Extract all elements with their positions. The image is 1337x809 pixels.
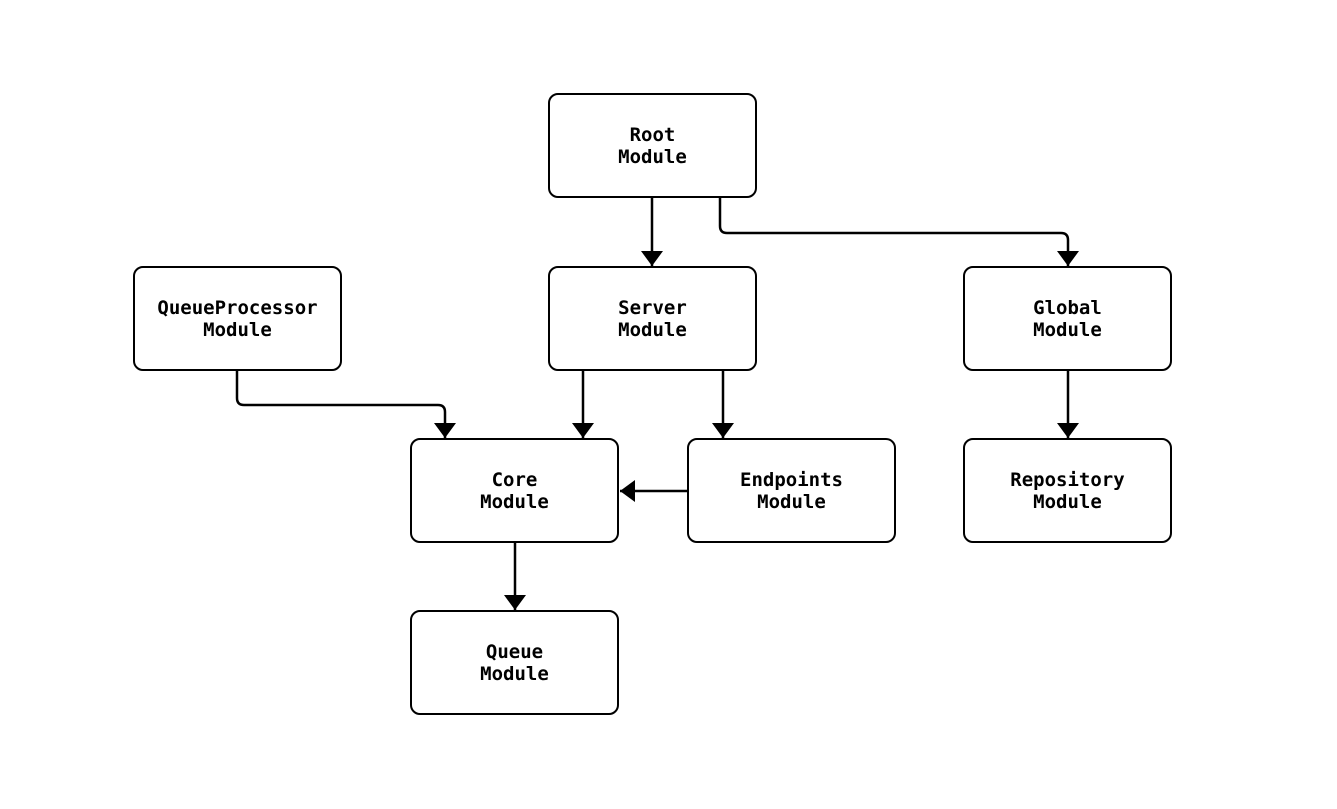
node-endpoints-module: Endpoints Module bbox=[687, 438, 896, 543]
node-label-queueprocessor-module: QueueProcessor Module bbox=[157, 296, 318, 341]
edge-group bbox=[235, 198, 1079, 610]
node-repository-module: Repository Module bbox=[963, 438, 1172, 543]
node-queue-module: Queue Module bbox=[410, 610, 619, 715]
node-label-root-module: Root Module bbox=[618, 123, 687, 168]
node-label-core-module: Core Module bbox=[480, 468, 549, 513]
node-server-module: Server Module bbox=[548, 266, 757, 371]
node-label-queue-module: Queue Module bbox=[480, 640, 549, 685]
node-global-module: Global Module bbox=[963, 266, 1172, 371]
node-label-repository-module: Repository Module bbox=[1010, 468, 1125, 513]
node-label-global-module: Global Module bbox=[1033, 296, 1102, 341]
edge-root-module-to-global-module bbox=[718, 198, 1079, 266]
edge-queueprocessor-module-to-core-module bbox=[235, 371, 456, 438]
node-core-module: Core Module bbox=[410, 438, 619, 543]
node-label-server-module: Server Module bbox=[618, 296, 687, 341]
node-label-endpoints-module: Endpoints Module bbox=[740, 468, 843, 513]
node-root-module: Root Module bbox=[548, 93, 757, 198]
node-queueprocessor-module: QueueProcessor Module bbox=[133, 266, 342, 371]
